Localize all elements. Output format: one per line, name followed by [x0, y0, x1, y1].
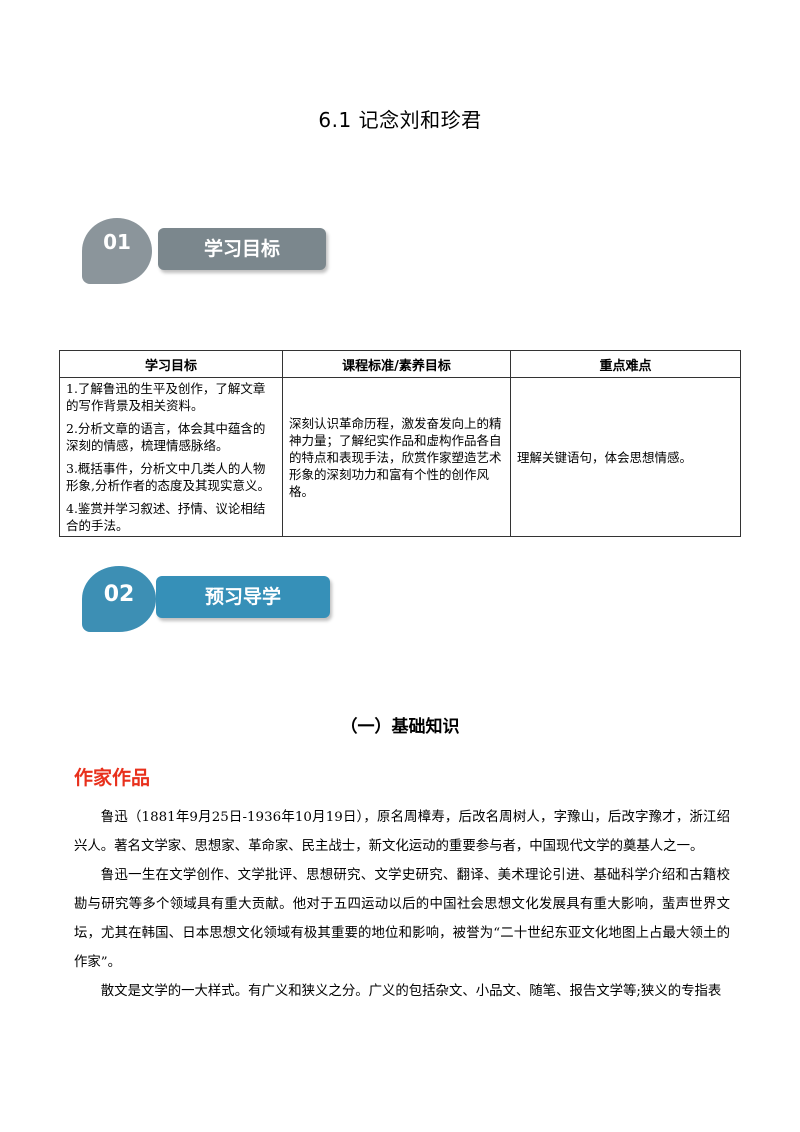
goal-item: 3.概括事件，分析文中几类人的人物形象,分析作者的态度及其现实意义。 [66, 461, 270, 493]
key-points-cell: 理解关键语句，体会思想情感。 [510, 377, 741, 537]
table-header-row: 学习目标 课程标准/素养目标 重点难点 [59, 350, 741, 378]
section-label: 学习目标 [158, 228, 326, 270]
table-row: 1.了解鲁迅的生平及创作，了解文章的写作背景及相关资料。 2.分析文章的语言，体… [59, 377, 741, 537]
section-number: 01 [103, 230, 131, 254]
section-number: 02 [103, 581, 135, 607]
badge-circle [82, 566, 156, 632]
goal-item: 1.了解鲁迅的生平及创作，了解文章的写作背景及相关资料。 [66, 381, 266, 413]
subsection-title: （一）基础知识 [340, 717, 460, 737]
badge-circle [82, 218, 152, 284]
paragraph: 鲁迅一生在文学创作、文学批评、思想研究、文学史研究、翻译、美术理论引进、基础科学… [74, 868, 730, 970]
header-goals: 学习目标 [59, 350, 283, 378]
goals-cell: 1.了解鲁迅的生平及创作，了解文章的写作背景及相关资料。 2.分析文章的语言，体… [59, 377, 283, 537]
paragraph: 散文是文学的一大样式。有广义和狭义之分。广义的包括杂文、小品文、随笔、报告文学等… [100, 984, 722, 999]
header-key-points: 重点难点 [510, 350, 741, 378]
author-works-heading: 作家作品 [74, 767, 151, 789]
section-label: 预习导学 [156, 576, 330, 618]
goals-table: 学习目标 课程标准/素养目标 重点难点 1.了解鲁迅的生平及创作，了解文章的写作… [59, 350, 741, 537]
goal-item: 4.鉴赏并学习叙述、抒情、议论相结合的手法。 [66, 501, 266, 533]
body-text: 鲁迅（1881年9月25日-1936年10月19日），原名周樟寿，后改名周树人，… [74, 803, 730, 1006]
standard-cell: 深刻认识革命历程，激发奋发向上的精神力量；了解纪实作品和虚构作品各自的特点和表现… [282, 377, 511, 537]
page-title: 6.1 记念刘和珍君 [318, 108, 482, 132]
goal-item: 2.分析文章的语言，体会其中蕴含的深刻的情感，梳理情感脉络。 [66, 421, 266, 453]
paragraph: 鲁迅（1881年9月25日-1936年10月19日），原名周樟寿，后改名周树人，… [74, 810, 730, 854]
header-standard: 课程标准/素养目标 [282, 350, 511, 378]
